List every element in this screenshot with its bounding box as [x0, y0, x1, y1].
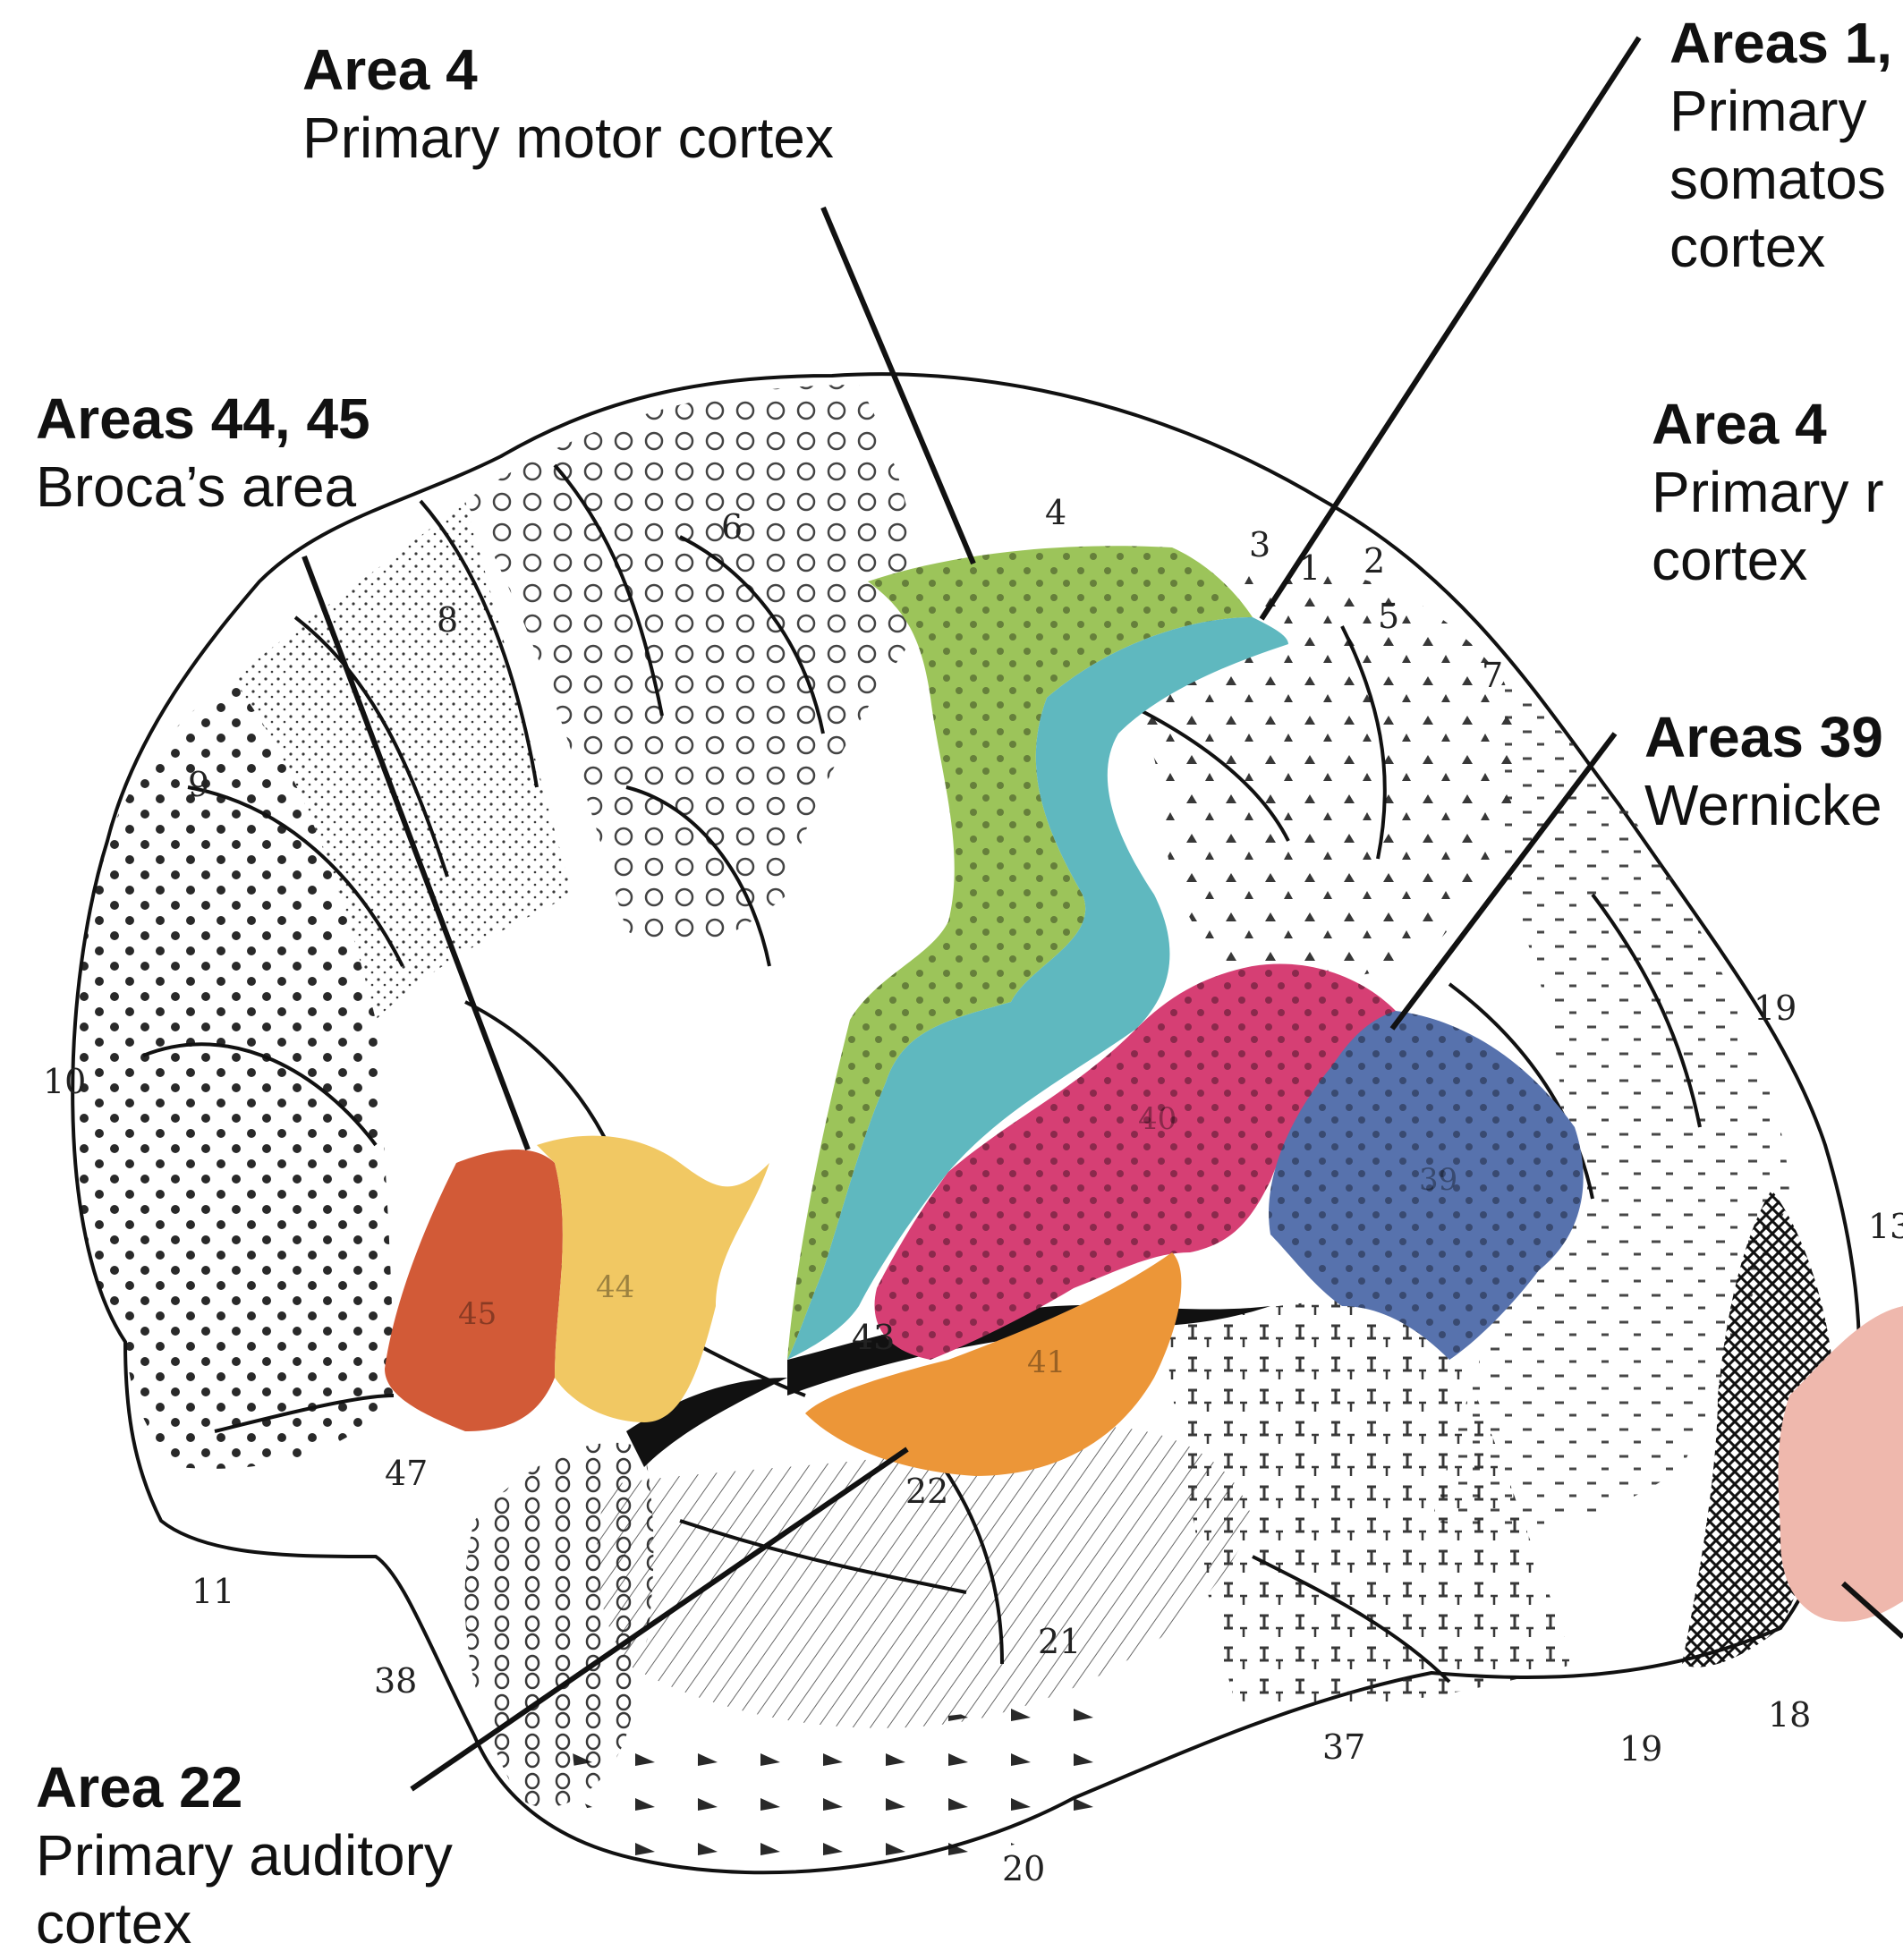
label-area22-desc-1: Primary auditory: [36, 1821, 453, 1889]
label-broca: Areas 44, 45 Broca’s area: [36, 385, 370, 521]
label-wernicke-heading: Areas 39: [1644, 703, 1883, 771]
num-40: 40: [1138, 1101, 1177, 1137]
num-47: 47: [385, 1454, 428, 1493]
num-2: 2: [1364, 541, 1385, 581]
label-areas1-desc-2: somatos: [1669, 145, 1892, 213]
label-areas1-somatosensory: Areas 1, Primary somatos cortex: [1669, 9, 1892, 281]
label-area22-auditory: Area 22 Primary auditory cortex: [36, 1753, 453, 1957]
num-44: 44: [596, 1269, 634, 1305]
label-area22-heading: Area 22: [36, 1753, 453, 1821]
num-9: 9: [188, 765, 209, 804]
num-11: 11: [191, 1572, 234, 1611]
num-6: 6: [721, 507, 743, 547]
num-37: 37: [1322, 1727, 1365, 1767]
num-10: 10: [43, 1062, 86, 1101]
num-5: 5: [1378, 597, 1399, 636]
num-20: 20: [1002, 1849, 1045, 1888]
num-43: 43: [852, 1318, 895, 1357]
num-38: 38: [374, 1661, 417, 1701]
label-areas1-desc-3: cortex: [1669, 213, 1892, 281]
label-area22-desc-2: cortex: [36, 1889, 453, 1957]
num-1: 1: [1299, 548, 1321, 588]
label-area4-motor-desc: Primary motor cortex: [302, 104, 834, 172]
label-broca-desc: Broca’s area: [36, 453, 370, 521]
num-19-bottom: 19: [1619, 1729, 1662, 1769]
label-area4-motor: Area 4 Primary motor cortex: [302, 36, 834, 172]
num-41: 41: [1027, 1345, 1066, 1380]
num-13: 13: [1868, 1207, 1903, 1246]
num-7: 7: [1482, 656, 1503, 695]
num-45: 45: [458, 1296, 497, 1332]
num-4: 4: [1045, 493, 1066, 532]
label-area4-right: Area 4 Primary r cortex: [1652, 390, 1884, 594]
num-39: 39: [1419, 1162, 1457, 1198]
label-wernicke-desc: Wernicke: [1644, 771, 1883, 839]
label-areas1-heading: Areas 1,: [1669, 9, 1892, 77]
num-8: 8: [437, 600, 458, 640]
num-19-top: 19: [1754, 988, 1797, 1028]
label-area4-right-desc-2: cortex: [1652, 526, 1884, 594]
num-22: 22: [905, 1472, 948, 1511]
label-area4-right-desc-1: Primary r: [1652, 458, 1884, 526]
label-areas1-desc-1: Primary: [1669, 77, 1892, 145]
num-3: 3: [1249, 525, 1270, 564]
label-broca-heading: Areas 44, 45: [36, 385, 370, 453]
num-18: 18: [1768, 1695, 1811, 1735]
label-area4-right-heading: Area 4: [1652, 390, 1884, 458]
label-area4-motor-heading: Area 4: [302, 36, 834, 104]
label-wernicke: Areas 39 Wernicke: [1644, 703, 1883, 839]
num-21: 21: [1038, 1622, 1081, 1661]
